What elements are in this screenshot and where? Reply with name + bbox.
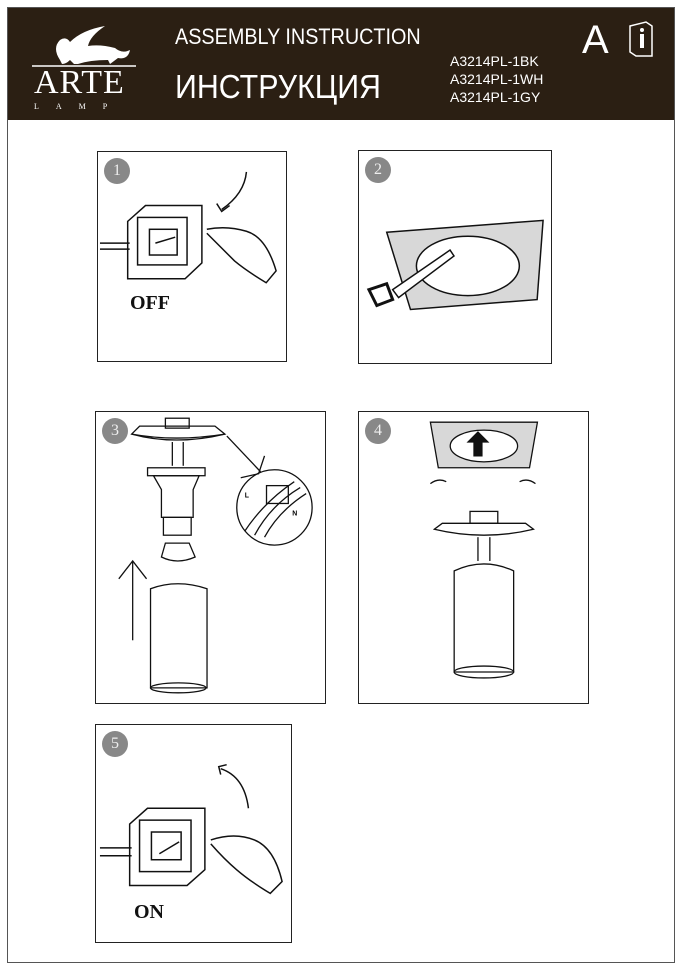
step-5-panel: 5 ON [95,724,292,943]
model-code: A3214PL-1WH [450,71,544,87]
header: ARTE LAMP ASSEMBLY INSTRUCTION ИНСТРУКЦИ… [8,8,674,120]
step-number-badge: 1 [104,158,130,184]
cut-ceiling-hole-illustration [366,219,544,311]
step-3-panel: L N 3 [95,411,326,704]
step-number-badge: 5 [102,731,128,757]
on-label: ON [134,901,164,923]
title-ru: ИНСТРУКЦИЯ [175,68,381,105]
step-1-panel: 1 OFF [97,151,287,362]
step-number-badge: 4 [365,418,391,444]
wire-label-l: L [245,493,250,500]
step-2-panel: 2 [358,150,552,364]
switch-on-illustration [99,763,283,895]
model-list: A3214PL-1BK A3214PL-1WH A3214PL-1GY [450,52,543,106]
brand-sub: LAMP [34,102,125,111]
section-letter: A [582,18,609,62]
model-code: A3214PL-1GY [450,89,541,105]
assemble-lamp-illustration: L N [118,417,313,694]
model-code: A3214PL-1BK [450,53,539,69]
page-frame [7,7,675,963]
title-en: ASSEMBLY INSTRUCTION [175,24,421,49]
step-4-panel: 4 [358,411,589,704]
mount-lamp-illustration [429,421,539,679]
step-number-badge: 2 [365,157,391,183]
griffin-logo-icon [32,26,136,67]
step-number-badge: 3 [102,418,128,444]
off-label: OFF [130,292,170,314]
manual-book-icon [629,21,653,57]
switch-off-illustration [99,171,277,284]
brand-name: ARTE [34,64,125,101]
wire-label-n: N [292,510,297,517]
